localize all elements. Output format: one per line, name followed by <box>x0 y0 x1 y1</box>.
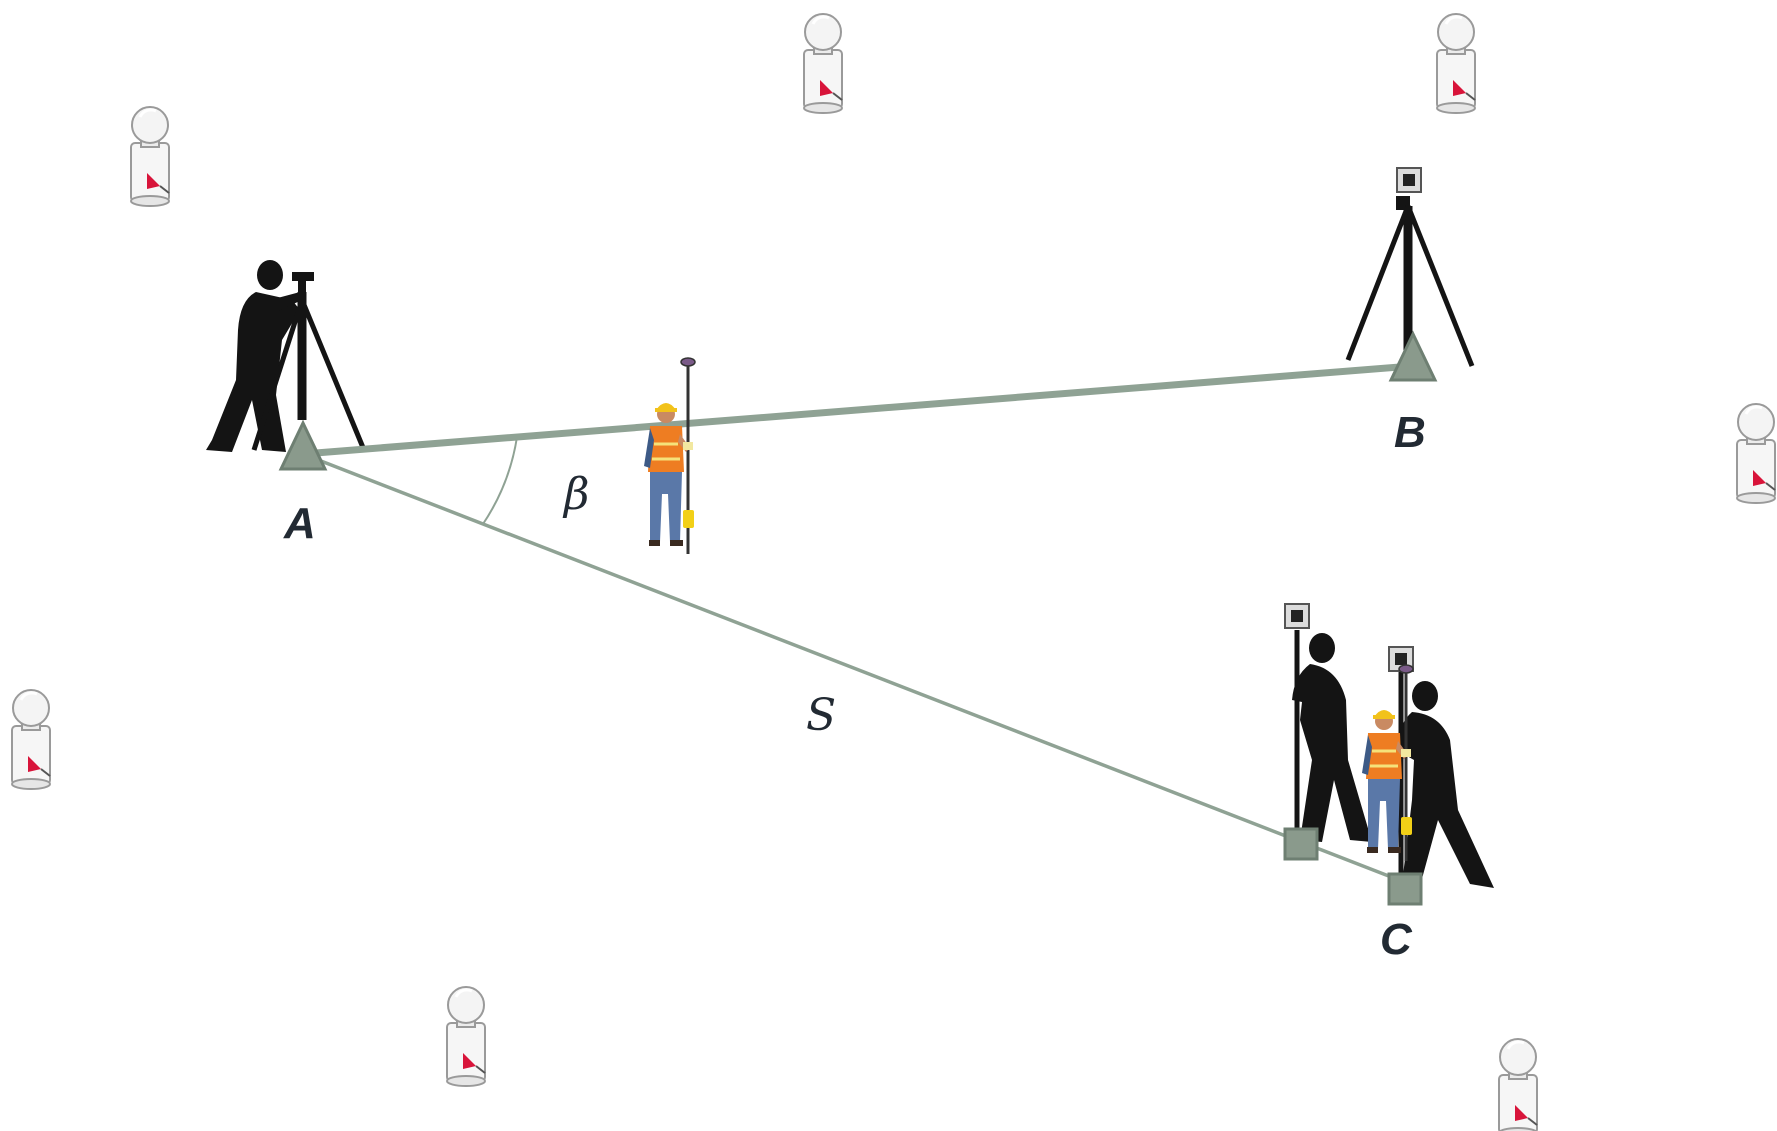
gnss-reference-station-icon <box>1435 12 1477 115</box>
baseline-a-b <box>302 362 1413 458</box>
distance-line-a-c <box>302 452 1400 882</box>
control-point-triangle-icon <box>1388 330 1438 382</box>
gnss-reference-station-icon <box>129 105 171 208</box>
stake-point-square-icon <box>1387 872 1423 906</box>
gnss-reference-station-icon <box>1497 1037 1539 1131</box>
gnss-reference-station-icon <box>10 688 52 791</box>
point-b-label: B <box>1394 408 1426 457</box>
gnss-rover-surveyor-icon <box>1360 663 1415 863</box>
gnss-reference-station-icon <box>1735 402 1777 505</box>
total-station-tripod-icon <box>1345 196 1475 367</box>
point-a-label: A <box>283 499 316 548</box>
gnss-rover-surveyor-icon <box>642 356 697 556</box>
angle-arc-beta <box>482 436 518 525</box>
distance-s-label: S <box>806 690 836 741</box>
point-c-label: C <box>1380 915 1413 964</box>
prism-target-icon <box>1284 603 1310 629</box>
gnss-reference-station-icon <box>802 12 844 115</box>
angle-beta-label: β <box>562 469 589 520</box>
stake-point-square-icon <box>1283 827 1319 861</box>
control-point-triangle-icon <box>278 419 328 471</box>
prism-target-icon <box>1396 167 1422 193</box>
gnss-reference-station-icon <box>445 985 487 1088</box>
total-station-operator-icon <box>206 260 367 452</box>
